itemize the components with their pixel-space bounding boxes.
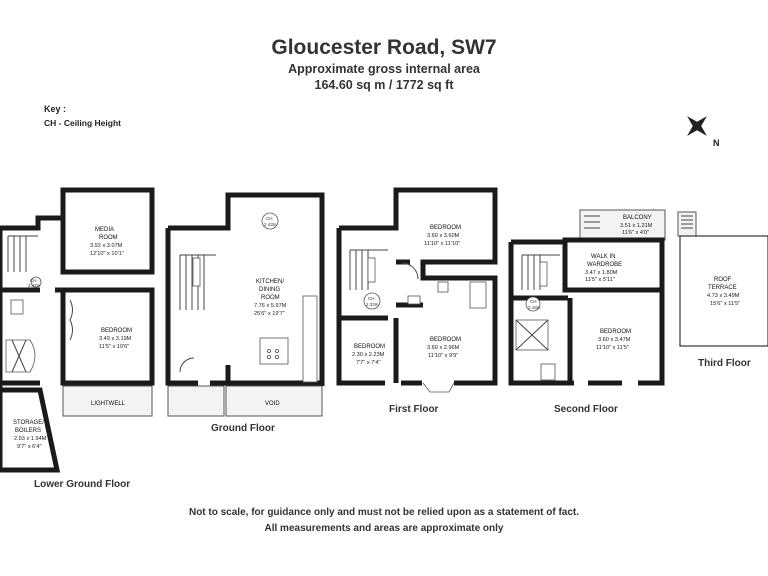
lg-bedroom-name: BEDROOM xyxy=(101,328,132,334)
lg-storage-name2: BOILERS xyxy=(15,428,41,434)
lg-media-room-name2: ROOM xyxy=(99,235,118,241)
floor-label-first: First Floor xyxy=(389,404,439,415)
f1-bedroom-top-imperial: 11'10" x 11'10" xyxy=(424,241,460,247)
lower-ground-floor-plan xyxy=(0,187,155,473)
lg-storage-imperial: 9'7" x 6'4" xyxy=(17,444,41,450)
f2-ceiling-value: 2.18m xyxy=(528,305,541,310)
g-kitchen-name: KITCHEN/ xyxy=(256,279,284,285)
f1-bedroom-small-metric: 2.30 x 2.23M xyxy=(352,352,385,358)
g-void-name: VOID xyxy=(265,401,280,407)
f1-bedroom-front-metric: 3.60 x 2.96M xyxy=(427,345,460,351)
f2-wardrobe-name: WALK IN xyxy=(591,254,615,260)
page-title: Gloucester Road, SW7 xyxy=(271,36,497,59)
lg-ceiling-height: CH xyxy=(30,278,37,283)
f2-wardrobe-name2: WARDROBE xyxy=(587,262,622,268)
f2-balcony-imperial: 11'6" x 4'0" xyxy=(622,230,649,236)
lg-bedroom-metric: 3.49 x 3.19M xyxy=(99,336,132,342)
lg-media-room-metric: 3.92 x 3.07M xyxy=(90,243,123,249)
g-ceiling-value: 2.43m xyxy=(264,222,277,227)
disclaimer-line-1: Not to scale, for guidance only and must… xyxy=(188,507,580,518)
compass-north-label: N xyxy=(713,138,720,148)
compass-icon: N xyxy=(687,116,720,148)
g-kitchen-metric: 7.76 x 5.97M xyxy=(254,303,287,309)
lg-media-room-imperial: 12'10" x 10'1" xyxy=(90,251,124,257)
f2-balcony-name: BALCONY xyxy=(623,215,652,221)
floor-label-second: Second Floor xyxy=(554,404,618,415)
f3-terrace-name2: TERRACE xyxy=(708,285,737,291)
svg-text:2.47m: 2.47m xyxy=(28,283,41,288)
f2-wardrobe-imperial: 11'5" x 5'11" xyxy=(585,277,615,283)
disclaimer-line-2: All measurements and areas are approxima… xyxy=(264,523,504,534)
area-value: 164.60 sq m / 1772 sq ft xyxy=(314,78,454,92)
g-ceiling-label: CH xyxy=(266,216,273,221)
f2-balcony-metric: 3.51 x 1.21M xyxy=(620,223,653,229)
area-subtitle: Approximate gross internal area xyxy=(288,62,480,76)
f2-bedroom-imperial: 11'10" x 11'5" xyxy=(596,345,629,351)
f1-bedroom-front-name: BEDROOM xyxy=(430,337,461,343)
f2-bedroom-name: BEDROOM xyxy=(600,329,631,335)
f3-terrace-name: ROOF xyxy=(714,277,732,283)
g-kitchen-name2: DINING xyxy=(259,287,280,293)
ground-floor-plan xyxy=(165,192,325,417)
f3-terrace-imperial: 15'6" x 11'5" xyxy=(710,301,740,307)
f1-ceiling-label: CH xyxy=(368,296,375,301)
third-floor-plan xyxy=(677,211,768,347)
lg-lightwell-name: LIGHTWELL xyxy=(91,401,126,407)
floor-label-ground: Ground Floor xyxy=(211,423,275,434)
lg-storage-name: STORAGE/ xyxy=(13,420,44,426)
lg-bedroom-imperial: 11'5" x 10'6" xyxy=(99,344,129,350)
g-kitchen-imperial: 25'6" x 19'7" xyxy=(254,311,285,317)
f2-bedroom-metric: 3.60 x 3.47M xyxy=(598,337,631,343)
second-floor-plan xyxy=(508,209,666,386)
key-heading: Key : xyxy=(44,104,67,114)
lg-media-room-name: MEDIA xyxy=(95,227,114,233)
lg-storage-metric: 2.93 x 1.94M xyxy=(14,436,47,442)
f3-terrace-metric: 4.73 x 3.49M xyxy=(707,293,740,299)
f1-bedroom-top-name: BEDROOM xyxy=(430,225,461,231)
f1-bedroom-small-name: BEDROOM xyxy=(354,344,385,350)
f2-ceiling-label: CH xyxy=(530,299,537,304)
g-kitchen-name3: ROOM xyxy=(261,295,280,301)
floor-label-lower-ground: Lower Ground Floor xyxy=(34,479,131,490)
floor-label-third: Third Floor xyxy=(698,358,751,369)
first-floor-plan xyxy=(336,187,498,393)
f1-bedroom-top-metric: 3.60 x 3.60M xyxy=(427,233,460,239)
f1-ceiling-value: 2.33m xyxy=(366,302,379,307)
key-item: CH - Ceiling Height xyxy=(44,118,121,128)
f2-wardrobe-metric: 3.47 x 1.80M xyxy=(585,270,618,276)
f1-bedroom-small-imperial: 7'7" x 7'4" xyxy=(356,360,380,366)
f1-bedroom-front-imperial: 11'10" x 9'9" xyxy=(428,353,458,359)
